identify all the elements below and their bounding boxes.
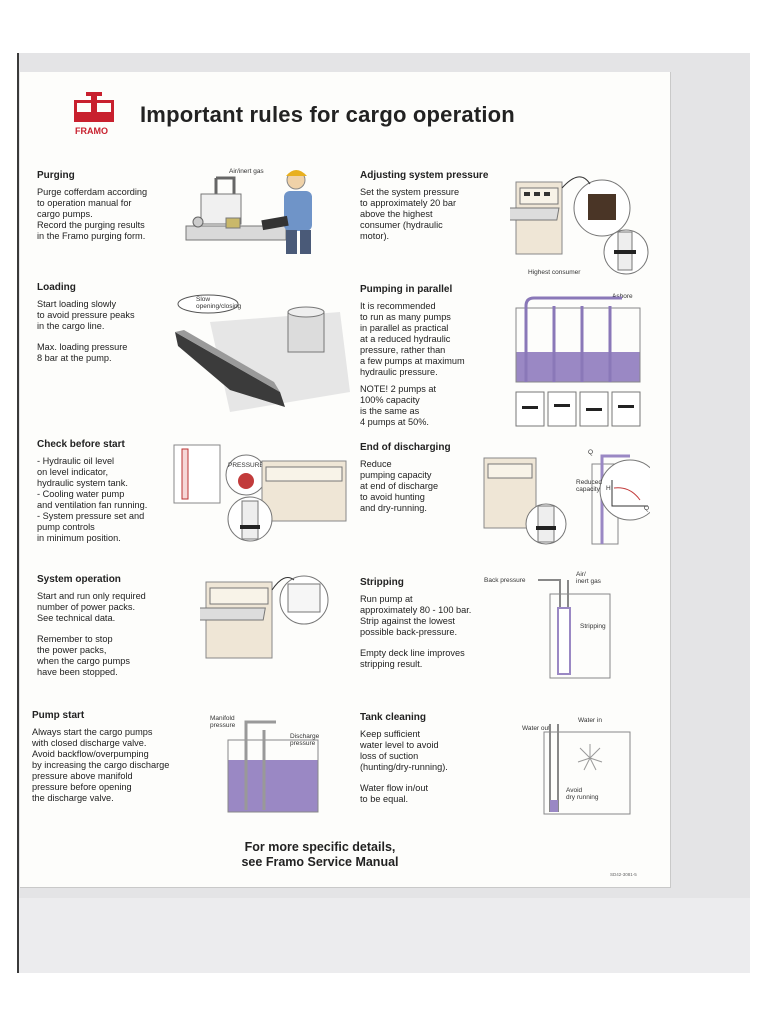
purging-heading: Purging [37, 170, 75, 181]
parallel-heading: Pumping in parallel [360, 284, 453, 295]
section-sysop: System operation Start and run only requ… [37, 574, 197, 678]
sysop-illustration [192, 570, 335, 670]
stripping-label: Stripping [580, 623, 606, 630]
sysop-heading: System operation [37, 574, 121, 585]
loading-text: Start loading slowly to avoid pressure p… [37, 299, 135, 331]
section-discharging: End of discharging Reduce pumping capaci… [360, 442, 510, 514]
adjusting-illustration: Highest consumer [502, 168, 650, 285]
check-text: - Hydraulic oil level on level indicator… [37, 456, 148, 543]
loading-heading: Loading [37, 282, 76, 293]
stripping-illustration: Back pressure Air/inert gas Stripping [480, 568, 620, 688]
adjusting-heading: Adjusting system pressure [360, 170, 489, 181]
pressure-set-label: PRESSURE SET [228, 462, 278, 469]
footer-line-2: see Framo Service Manual [241, 855, 399, 869]
check-illustration: PRESSURE SET [170, 437, 360, 552]
loading-text-2: Max. loading pressure 8 bar at the pump. [37, 342, 128, 363]
water-out-label: Water out [522, 725, 550, 732]
air-inert-gas-label: Air/inert gas [229, 168, 264, 175]
scan-lower-band [18, 898, 750, 973]
section-adjusting: Adjusting system pressure Set the system… [360, 170, 520, 242]
stripping-text: Run pump at approximately 80 - 100 bar. … [360, 594, 472, 637]
pumpstart-heading: Pump start [32, 710, 85, 721]
pumpstart-text: Always start the cargo pumps with closed… [32, 727, 170, 803]
stripping-air-label: Air/inert gas [576, 571, 602, 585]
parallel-text: It is recommended to run as many pumps i… [360, 301, 465, 377]
parallel-note: NOTE! 2 pumps at 100% capacity is the sa… [360, 384, 437, 427]
poster-sheet: FRAMO Important rules for cargo operatio… [20, 72, 671, 888]
sysop-text: Start and run only required number of po… [37, 591, 146, 623]
section-purging: Purging Purge cofferdam according to ope… [37, 170, 187, 242]
discharging-text: Reduce pumping capacity at end of discha… [360, 459, 439, 513]
q-axis-label: Q [644, 505, 649, 512]
section-loading: Loading Start loading slowly to avoid pr… [37, 282, 187, 364]
section-stripping: Stripping Run pump at approximately 80 -… [360, 577, 510, 670]
water-in-label: Water in [578, 717, 602, 724]
adjusting-text: Set the system pressure to approximately… [360, 187, 460, 241]
ashore-label: Ashore [612, 293, 633, 300]
purging-illustration: Air/inert gas [176, 164, 336, 264]
check-heading: Check before start [37, 439, 125, 450]
tank-text-2: Water flow in/out to be equal. [360, 783, 429, 804]
purging-text: Purge cofferdam according to operation m… [37, 187, 148, 241]
document-code: SD42-3081-5 [610, 872, 637, 877]
discharging-heading: End of discharging [360, 442, 451, 453]
section-check: Check before start - Hydraulic oil level… [37, 439, 187, 544]
footer-line-1: For more specific details, [244, 840, 396, 854]
section-parallel: Pumping in parallel It is recommended to… [360, 284, 520, 428]
sysop-text-2: Remember to stop the power packs, when t… [37, 634, 130, 677]
footer: For more specific details, see Framo Ser… [20, 840, 620, 870]
highest-consumer-label: Highest consumer [528, 269, 581, 276]
page-title: Important rules for cargo operation [140, 102, 515, 127]
scan-left-edge [17, 53, 19, 973]
parallel-illustration: Ashore [512, 286, 652, 441]
logo-text: FRAMO [75, 126, 108, 136]
section-tank: Tank cleaning Keep sufficient water leve… [360, 712, 510, 805]
back-pressure-label: Back pressure [484, 577, 526, 584]
qr-label: Q [588, 449, 593, 456]
section-pumpstart: Pump start Always start the cargo pumps … [32, 710, 212, 804]
stripping-heading: Stripping [360, 577, 404, 588]
tank-text: Keep sufficient water level to avoid los… [360, 729, 448, 772]
framo-logo: FRAMO [72, 92, 120, 138]
h-axis-label: H [606, 485, 611, 492]
stripping-text-2: Empty deck line improves stripping resul… [360, 648, 465, 669]
tank-heading: Tank cleaning [360, 712, 426, 723]
